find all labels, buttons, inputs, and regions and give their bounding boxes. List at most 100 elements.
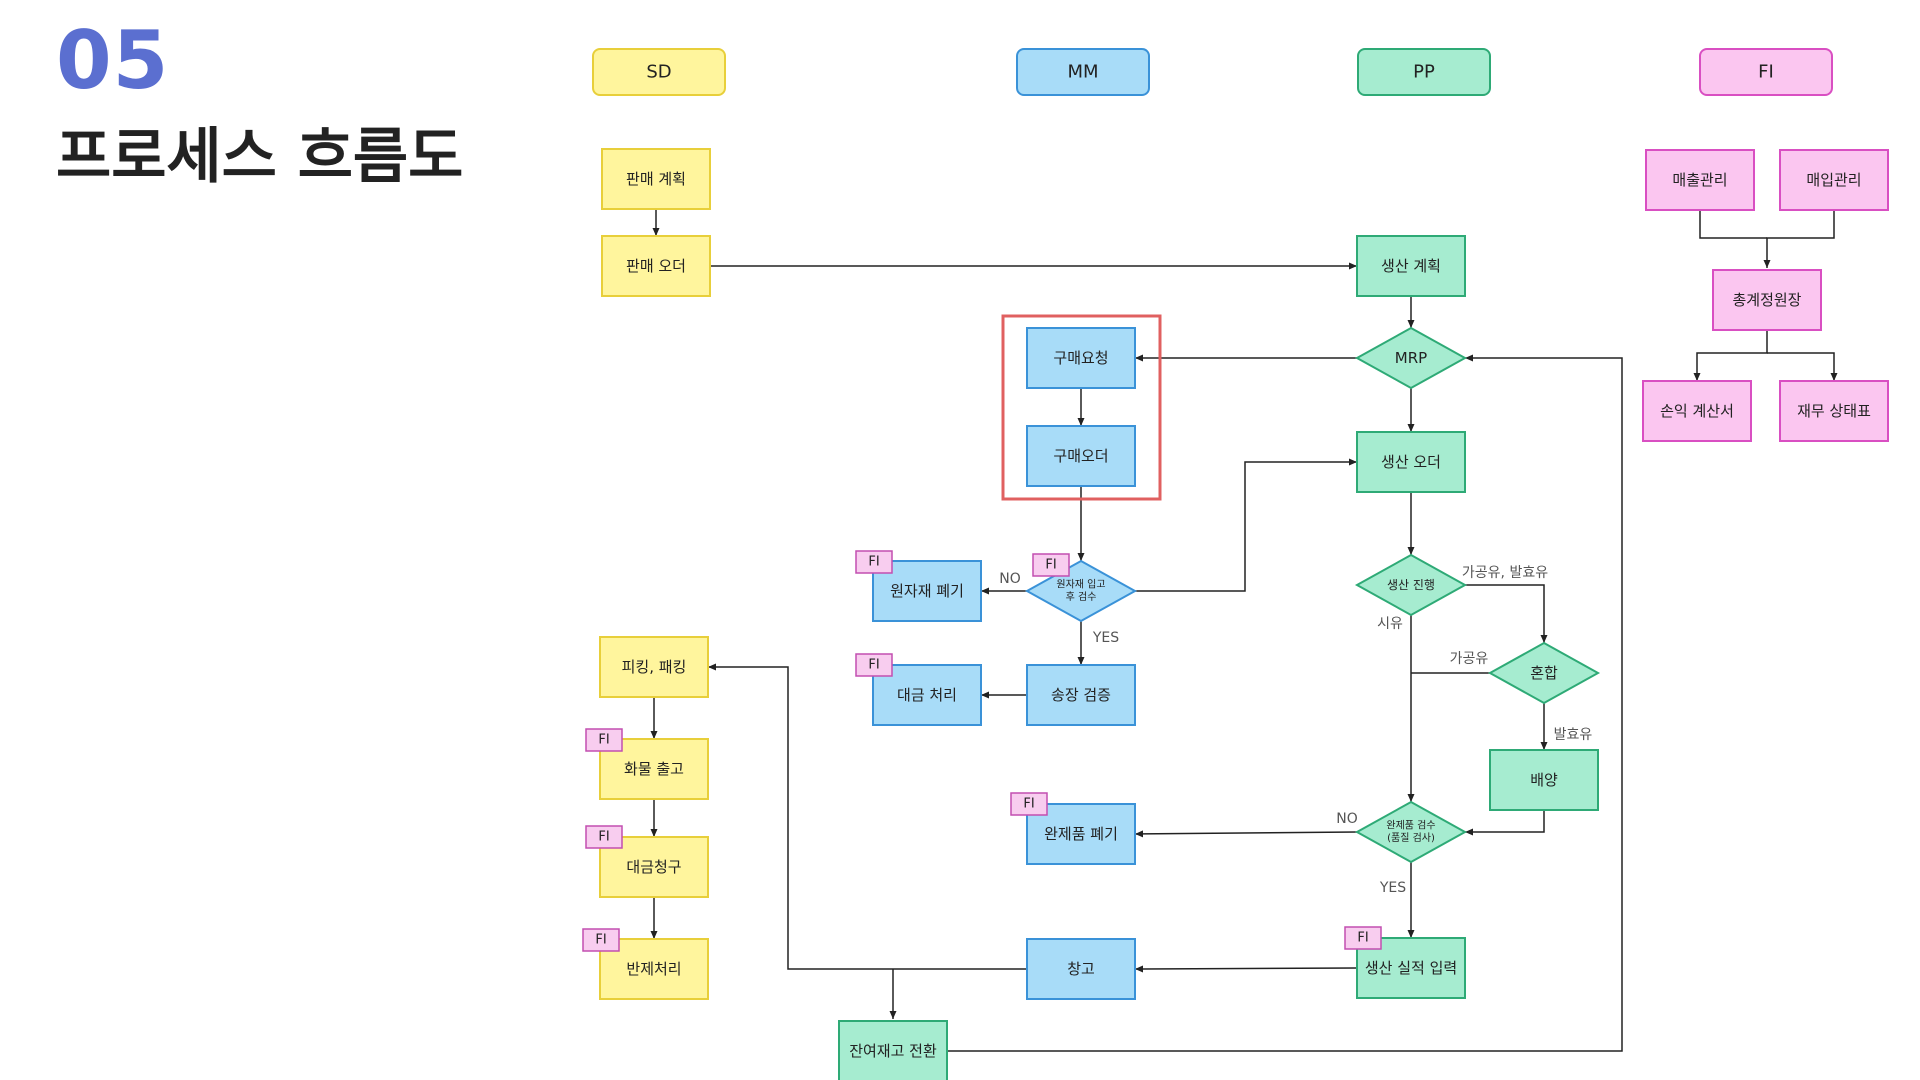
edge-label-white-milk: 시유	[1377, 616, 1403, 632]
lane-header-shape	[592, 48, 726, 96]
node-label: FI	[1758, 62, 1774, 83]
node-revenue-mgmt[interactable]: 매출관리	[1645, 149, 1755, 211]
node-label: 생산 계획	[1381, 257, 1441, 275]
node-label: 완제품 검수	[1386, 819, 1435, 831]
highlight-box	[1001, 314, 1162, 501]
node-label: 원자재 입고	[1056, 577, 1105, 590]
edge-label-fermented-milk: 발효유	[1554, 727, 1593, 743]
node-label: FI	[598, 733, 609, 748]
node-label: 생산 진행	[1387, 577, 1435, 592]
node-label: 매입관리	[1806, 171, 1861, 189]
fi-tag-shape	[585, 728, 623, 752]
edge-inspection-to-production-order	[1135, 458, 1357, 592]
node-label: 배양	[1530, 771, 1558, 789]
fi-tag-shape	[1032, 553, 1070, 577]
node-label: 총계정원장	[1732, 291, 1801, 309]
fi-tag-raw-inspection: FI	[1032, 553, 1070, 577]
node-fermentation[interactable]: 배양	[1489, 749, 1599, 811]
node-production-plan[interactable]: 생산 계획	[1356, 235, 1466, 297]
lane-header-sd: SD	[592, 48, 726, 96]
node-shape	[1779, 149, 1889, 211]
node-purchase-request[interactable]: 구매요청	[1026, 327, 1136, 389]
page-title: 프로세스 흐름도	[56, 122, 464, 192]
node-stock-conversion[interactable]: 잔여재고 전환	[838, 1020, 948, 1080]
fi-tag-shape	[1010, 792, 1048, 816]
node-label: FI	[868, 658, 879, 673]
node-shape	[1026, 327, 1136, 389]
node-sales-plan[interactable]: 판매 계획	[601, 148, 711, 210]
node-shape	[1489, 749, 1599, 811]
node-shape	[601, 235, 711, 297]
node-label: 판매 오더	[626, 257, 686, 275]
edge-stock-conversion-to-mrp	[947, 354, 1623, 1052]
node-label: 후 검수	[1066, 591, 1097, 603]
lane-header-mm: MM	[1016, 48, 1150, 96]
lane-header-shape	[1699, 48, 1833, 96]
decision-shape	[1354, 800, 1468, 864]
node-sales-order[interactable]: 판매 오더	[601, 235, 711, 297]
edge-label-processed-fermented-milk: 가공유, 발효유	[1462, 565, 1548, 581]
decision-mixing[interactable]: 혼합	[1487, 641, 1601, 705]
node-label: 대금 처리	[897, 686, 957, 704]
node-shape	[1026, 664, 1136, 726]
fi-tag-production-confirmation: FI	[1344, 926, 1382, 950]
node-label: 매출관리	[1672, 171, 1727, 189]
node-purchase-order[interactable]: 구매오더	[1026, 425, 1136, 487]
node-label: FI	[1023, 797, 1034, 812]
node-label: FI	[1045, 558, 1056, 573]
node-warehouse[interactable]: 창고	[1026, 938, 1136, 1000]
decision-shape	[1354, 326, 1468, 390]
node-label: 손익 계산서	[1660, 402, 1734, 420]
fi-tag-return-processing: FI	[582, 928, 620, 952]
node-label: FI	[598, 830, 609, 845]
node-picking-packing[interactable]: 피킹, 패킹	[599, 636, 709, 698]
fi-tag-shape	[855, 550, 893, 574]
node-shape	[1642, 380, 1752, 442]
node-label: 구매오더	[1053, 447, 1108, 465]
node-label: (품질 검사)	[1387, 832, 1435, 844]
fi-tag-billing: FI	[585, 825, 623, 849]
decision-production-progress[interactable]: 생산 진행	[1354, 553, 1468, 617]
decision-finished-inspection[interactable]: 완제품 검수(품질 검사)	[1354, 800, 1468, 864]
node-label: 창고	[1067, 960, 1095, 978]
edge-ledger-to-balance-sheet	[1767, 352, 1838, 381]
node-label: 화물 출고	[624, 760, 684, 778]
node-production-order[interactable]: 생산 오더	[1356, 431, 1466, 493]
node-shape	[601, 148, 711, 210]
node-label: 잔여재고 전환	[849, 1042, 937, 1060]
edge-confirmation-to-warehouse	[1134, 965, 1358, 973]
node-label: 반제처리	[626, 960, 681, 978]
lane-header-shape	[1016, 48, 1150, 96]
node-shape	[1356, 431, 1466, 493]
node-label: FI	[595, 933, 606, 948]
node-label: MRP	[1395, 349, 1427, 367]
node-balance-sheet[interactable]: 재무 상태표	[1779, 380, 1889, 442]
node-invoice-verification[interactable]: 송장 검증	[1026, 664, 1136, 726]
edge-warehouse-to-picking	[708, 663, 1027, 970]
node-shape	[1026, 938, 1136, 1000]
decision-mrp[interactable]: MRP	[1354, 326, 1468, 390]
node-shape	[1712, 269, 1822, 331]
node-label: PP	[1413, 62, 1435, 83]
section-number: 05	[56, 14, 170, 107]
edge-finished-inspection-no-to-disposal	[1134, 830, 1358, 838]
node-label: 구매요청	[1053, 349, 1108, 367]
node-purchase-mgmt[interactable]: 매입관리	[1779, 149, 1889, 211]
fi-tag-shape	[855, 653, 893, 677]
node-label: MM	[1067, 62, 1098, 83]
node-label: 송장 검증	[1051, 686, 1111, 704]
node-label: 재무 상태표	[1797, 402, 1871, 420]
node-income-statement[interactable]: 손익 계산서	[1642, 380, 1752, 442]
edge-progress-to-mixing-branch	[1465, 584, 1548, 643]
node-label: 생산 실적 입력	[1365, 959, 1457, 977]
node-label: 원자재 폐기	[890, 582, 964, 600]
node-production-confirmation[interactable]: 생산 실적 입력	[1356, 937, 1466, 999]
edge-label-no-finished: NO	[1336, 811, 1358, 827]
decision-shape	[1354, 553, 1468, 617]
node-general-ledger[interactable]: 총계정원장	[1712, 269, 1822, 331]
fi-tag-finished-disposal: FI	[1010, 792, 1048, 816]
edge-label-yes-finished: YES	[1379, 880, 1406, 896]
edge-label-yes-raw: YES	[1092, 630, 1119, 646]
node-label: FI	[868, 555, 879, 570]
